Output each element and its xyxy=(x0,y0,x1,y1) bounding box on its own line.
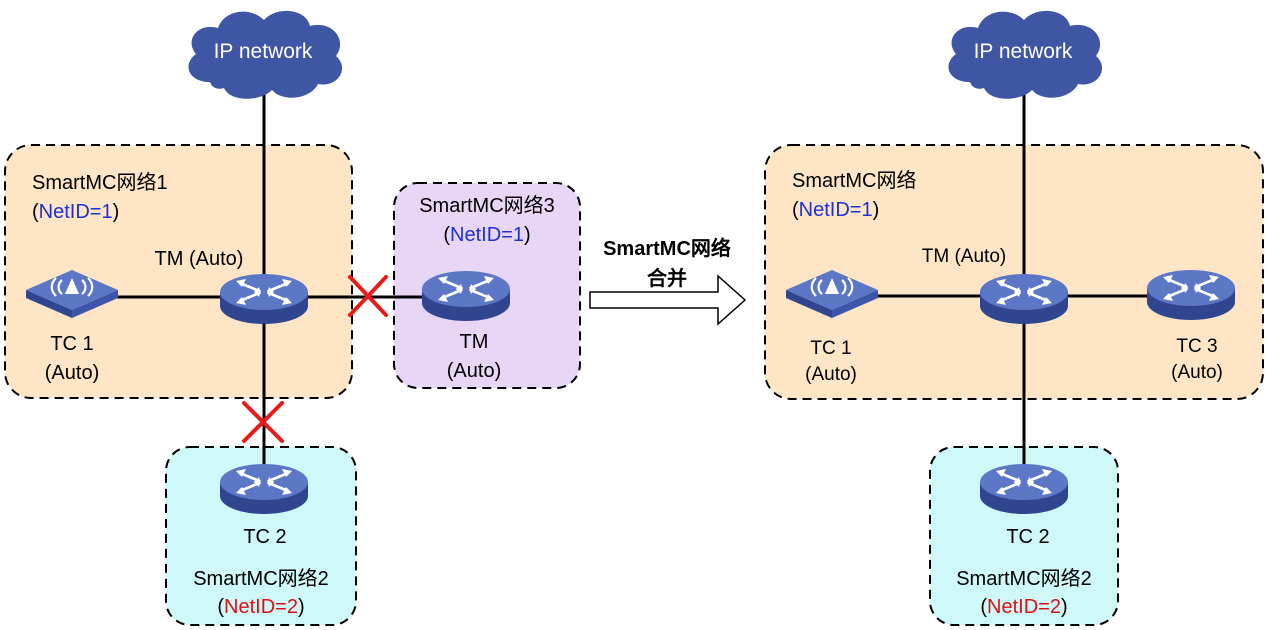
tm-router-icon xyxy=(218,272,310,326)
network3-tm-mode: (Auto) xyxy=(447,360,501,382)
network1-title: SmartMC网络1 xyxy=(32,171,168,194)
tc2-label: TC 2 xyxy=(1006,526,1049,548)
network1-netid: (NetID=1) xyxy=(32,201,119,223)
disconnect-cross-icon xyxy=(348,275,388,317)
merged-network-zone xyxy=(764,144,1264,400)
ip-network-label: IP network xyxy=(974,40,1073,63)
network2-title: SmartMC网络2 xyxy=(956,567,1092,590)
tm-label: TM (Auto) xyxy=(155,248,244,270)
merged-network-netid: (NetID=1) xyxy=(792,199,879,221)
tm-label: TM (Auto) xyxy=(922,246,1006,267)
tc3-router-icon xyxy=(1145,268,1237,322)
merge-arrow: SmartMC网络 合并 xyxy=(589,236,747,326)
network3-title: SmartMC网络3 xyxy=(419,194,555,217)
right-arrow-icon xyxy=(589,274,747,326)
network2-netid: (NetID=2) xyxy=(217,596,304,618)
network2-netid: (NetID=2) xyxy=(980,596,1067,618)
tc1-label: TC 1 xyxy=(50,333,93,355)
merge-label-line2: 合并 xyxy=(647,266,687,290)
tc1-label: TC 1 xyxy=(810,338,851,359)
tc2-label: TC 2 xyxy=(243,526,286,548)
tc2-router-icon xyxy=(218,462,310,516)
right-network: IP network SmartMC网络 (NetID=1) TM (Auto)… xyxy=(764,10,1264,626)
tc1-mode: (Auto) xyxy=(805,364,857,385)
tc3-label: TC 3 xyxy=(1176,336,1217,357)
tc1-mode: (Auto) xyxy=(45,362,99,384)
smartmc-network2-zone xyxy=(165,446,357,626)
network3-netid: (NetID=1) xyxy=(443,224,530,246)
tm-router-icon xyxy=(978,272,1070,326)
merged-network2-zone xyxy=(929,446,1119,626)
net3-tm-router-icon xyxy=(420,269,512,323)
network2-title: SmartMC网络2 xyxy=(193,567,329,590)
merge-label-line1: SmartMC网络 xyxy=(603,236,731,260)
disconnect-cross-icon xyxy=(242,401,284,443)
left-network: IP network SmartMC网络1 (NetID=1) TM (Auto… xyxy=(4,10,581,626)
network3-tm-label: TM xyxy=(460,331,489,353)
merged-network-title: SmartMC网络 xyxy=(792,169,916,192)
ip-network-label: IP network xyxy=(214,40,313,63)
tc3-mode: (Auto) xyxy=(1171,362,1223,383)
tc2-router-icon xyxy=(978,462,1070,516)
